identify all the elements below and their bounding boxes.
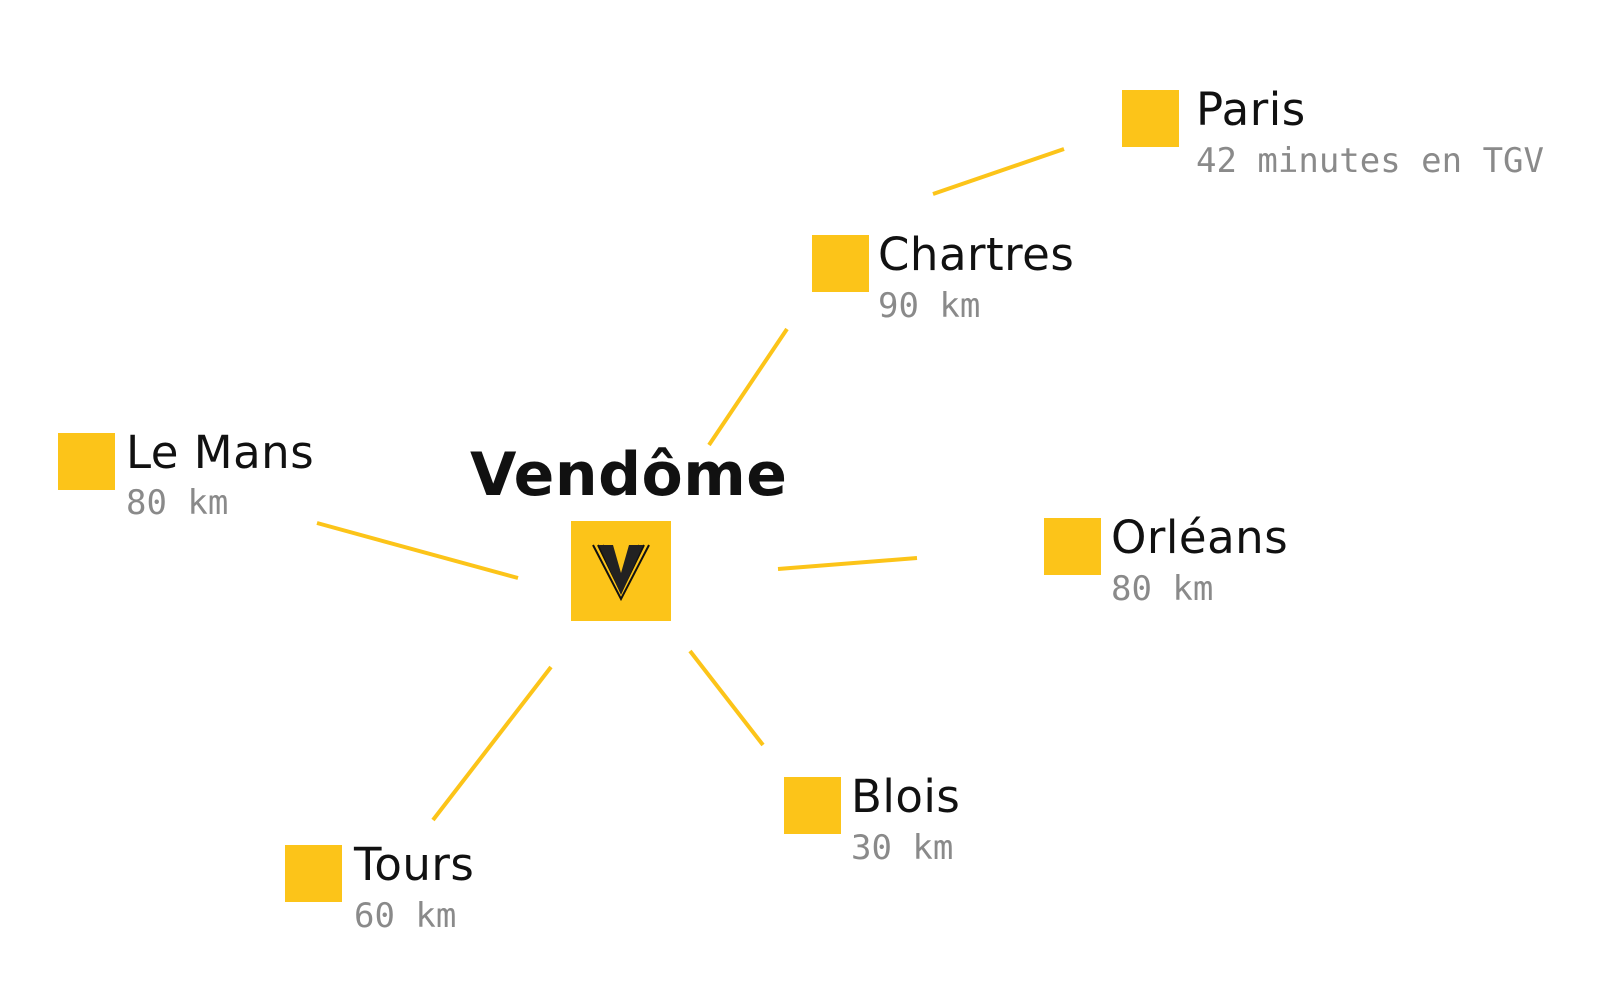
city-distance: 60 km	[354, 896, 457, 936]
city-name: Blois	[851, 770, 961, 823]
center-logo	[571, 521, 671, 621]
city-name: Orléans	[1111, 511, 1289, 564]
city-name: Tours	[354, 838, 475, 891]
link-vendome-orleans	[777, 556, 918, 571]
city-marker	[784, 777, 841, 834]
city-distance: 80 km	[1111, 569, 1214, 609]
city-distance: 30 km	[851, 828, 954, 868]
city-distance: 42 minutes en TGV	[1196, 141, 1544, 181]
city-marker	[812, 235, 869, 292]
link-vendome-chartres	[707, 327, 789, 447]
city-marker	[285, 845, 342, 902]
vendome-logo-icon	[571, 521, 671, 621]
link-vendome-blois	[688, 649, 765, 747]
city-name: Paris	[1196, 83, 1306, 136]
city-marker	[58, 433, 115, 490]
link-vendome-le-mans	[316, 521, 519, 580]
city-marker	[1122, 90, 1179, 147]
link-vendome-tours	[431, 665, 553, 822]
city-name: Chartres	[878, 228, 1075, 281]
city-name: Le Mans	[126, 426, 315, 479]
center-city-name: Vendôme	[470, 440, 788, 510]
link-chartres-paris	[932, 147, 1065, 196]
city-marker	[1044, 518, 1101, 575]
city-distance: 90 km	[878, 286, 981, 326]
city-distance: 80 km	[126, 483, 229, 523]
